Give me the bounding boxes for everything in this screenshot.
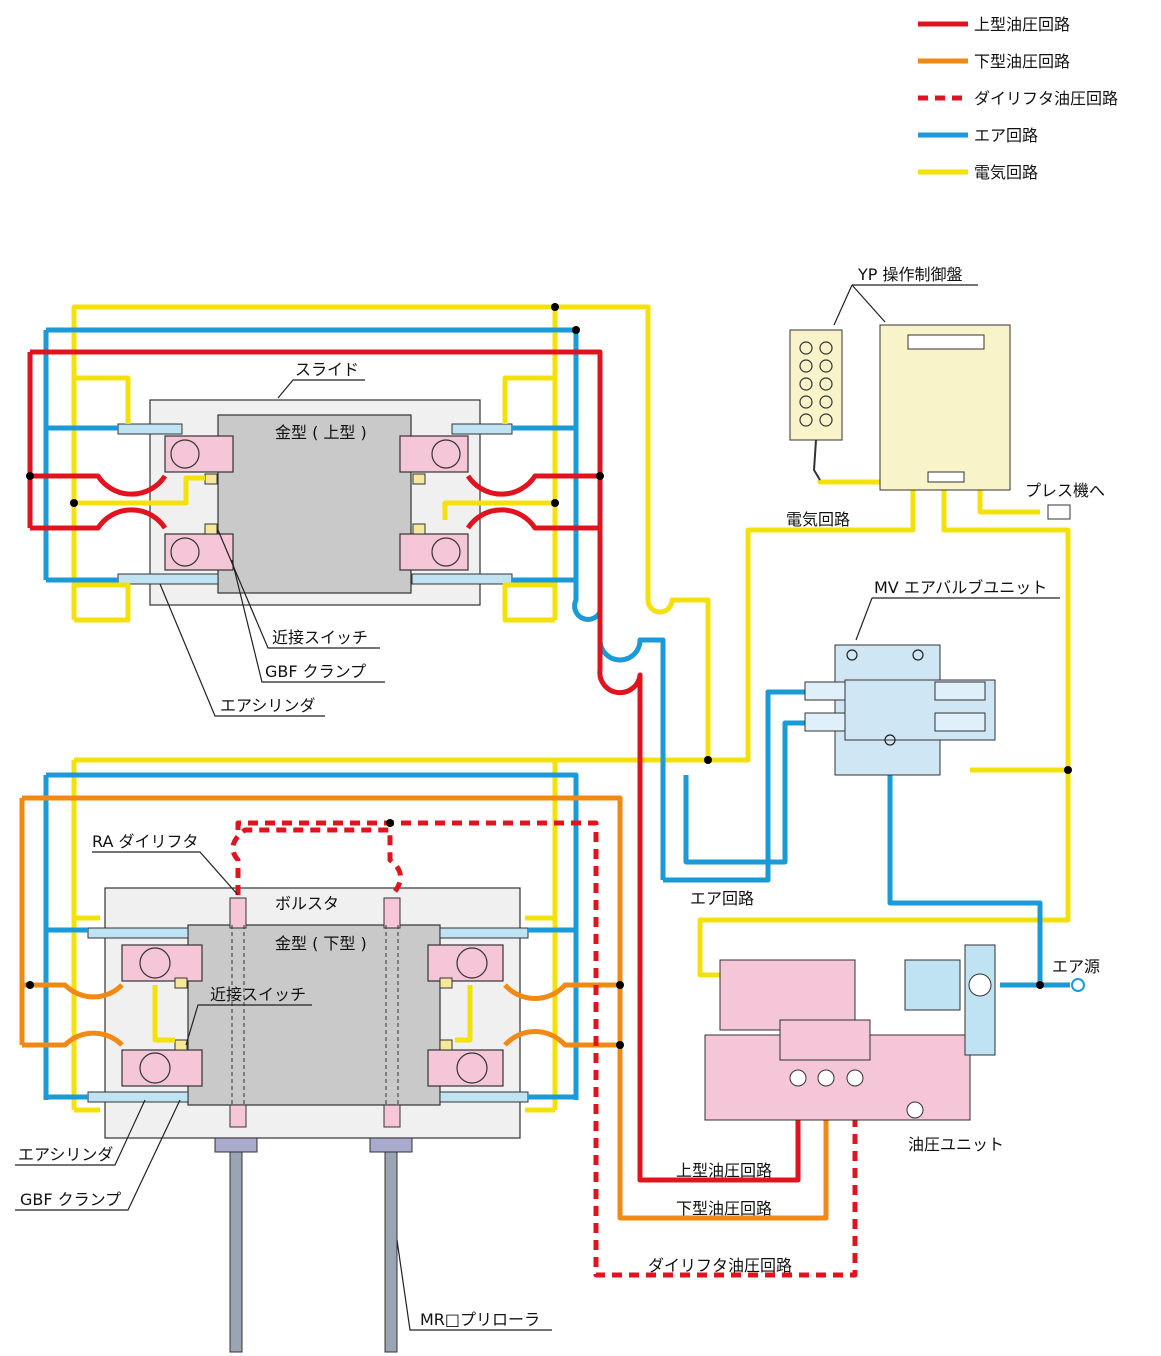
roller-rails xyxy=(214,1137,413,1353)
lower-cylinder-tr xyxy=(439,927,529,939)
upper-proximity-switch-2 xyxy=(204,523,218,535)
valve-unit-label: MV エアバルブユニット xyxy=(874,578,1047,597)
upper-proximity-switch-1 xyxy=(204,473,218,485)
slide-label: スライド xyxy=(295,360,359,379)
press-connector-icon xyxy=(1047,504,1071,520)
lower-hydraulic-lines xyxy=(19,795,829,1221)
die-lifter-left xyxy=(229,897,247,929)
lower-air-cylinder-label: エアシリンダ xyxy=(18,1145,113,1164)
legend-label-air: エア回路 xyxy=(974,126,1038,145)
electric-circuit-label: 電気回路 xyxy=(786,510,850,529)
slide-assembly: 金型 ( 上型 ) xyxy=(117,399,513,606)
upper-die xyxy=(217,414,412,594)
roller-rail-right xyxy=(384,1151,398,1353)
upper-cylinder-tl xyxy=(117,423,183,435)
roller-rail-left xyxy=(229,1151,243,1353)
legend: 上型油圧回路 下型油圧回路 ダイリフタ油圧回路 エア回路 電気回路 xyxy=(918,15,1118,182)
lower-cylinder-bl xyxy=(87,1091,189,1103)
upper-die-label: 金型 ( 上型 ) xyxy=(275,423,367,442)
to-press-label: プレス機へ xyxy=(1025,481,1105,500)
upper-cylinder-tr xyxy=(451,423,513,435)
lower-cylinder-tl xyxy=(87,927,189,939)
bolster-label: ボルスタ xyxy=(275,894,339,913)
upper-cylinder-br xyxy=(411,573,513,585)
legend-label-upper-hydraulic: 上型油圧回路 xyxy=(974,15,1070,34)
air-source-icon xyxy=(1071,978,1085,992)
die-lifter-hydraulic-circuit-label: ダイリフタ油圧回路 xyxy=(648,1256,792,1275)
control-cabinet-icon xyxy=(879,324,1011,491)
legend-label-electric: 電気回路 xyxy=(974,163,1038,182)
valve-unit: MV エアバルブユニット xyxy=(804,578,1060,776)
upper-hydraulic-lines xyxy=(27,349,801,1183)
upper-air-cylinder-label: エアシリンダ xyxy=(220,696,315,715)
lower-die-label: 金型 ( 下型 ) xyxy=(275,934,367,953)
die-lifter-right xyxy=(383,897,401,929)
lower-hydraulic-circuit-label: 下型油圧回路 xyxy=(676,1199,772,1218)
ra-die-lifter-label: RA ダイリフタ xyxy=(92,832,199,851)
electric-circuit-lines xyxy=(71,304,1071,1113)
die-lifter-hydraulic-lines xyxy=(230,820,858,1278)
upper-gbf-clamp-label: GBF クランプ xyxy=(265,662,366,681)
upper-proximity-switch-label: 近接スイッチ xyxy=(272,628,368,647)
junction-dots xyxy=(26,303,1072,1049)
control-panel-label: YP 操作制御盤 xyxy=(857,265,963,284)
hydraulic-unit: 油圧ユニット xyxy=(704,944,1004,1154)
control-panel: YP 操作制御盤 プレス機へ 電気回路 xyxy=(786,265,1105,529)
air-circuit-label: エア回路 xyxy=(690,889,754,908)
hydraulic-unit-label: 油圧ユニット xyxy=(908,1135,1004,1154)
upper-hydraulic-circuit-label: 上型油圧回路 xyxy=(676,1161,772,1180)
legend-label-lower-hydraulic: 下型油圧回路 xyxy=(974,52,1070,71)
air-filter-icon xyxy=(964,944,996,1056)
upper-cylinder-bl xyxy=(117,573,219,585)
pendant-controller-icon xyxy=(789,329,843,441)
bolster-assembly: 金型 ( 下型 ) ボルスタ xyxy=(87,887,529,1139)
air-source-label: エア源 xyxy=(1052,957,1100,976)
lower-proximity-switch-label: 近接スイッチ xyxy=(210,985,306,1004)
hydraulic-tank xyxy=(719,959,856,1031)
lower-callouts: RA ダイリフタ 近接スイッチ エアシリンダ GBF クランプ MR□プリローラ xyxy=(15,832,552,1331)
lower-cylinder-br xyxy=(439,1091,529,1103)
upper-callouts: スライド 近接スイッチ GBF クランプ エアシリンダ xyxy=(159,360,385,717)
lower-gbf-clamp-label: GBF クランプ xyxy=(20,1190,121,1209)
legend-label-die-lifter-hydraulic: ダイリフタ油圧回路 xyxy=(974,89,1118,108)
roller-label: MR□プリローラ xyxy=(420,1310,540,1329)
